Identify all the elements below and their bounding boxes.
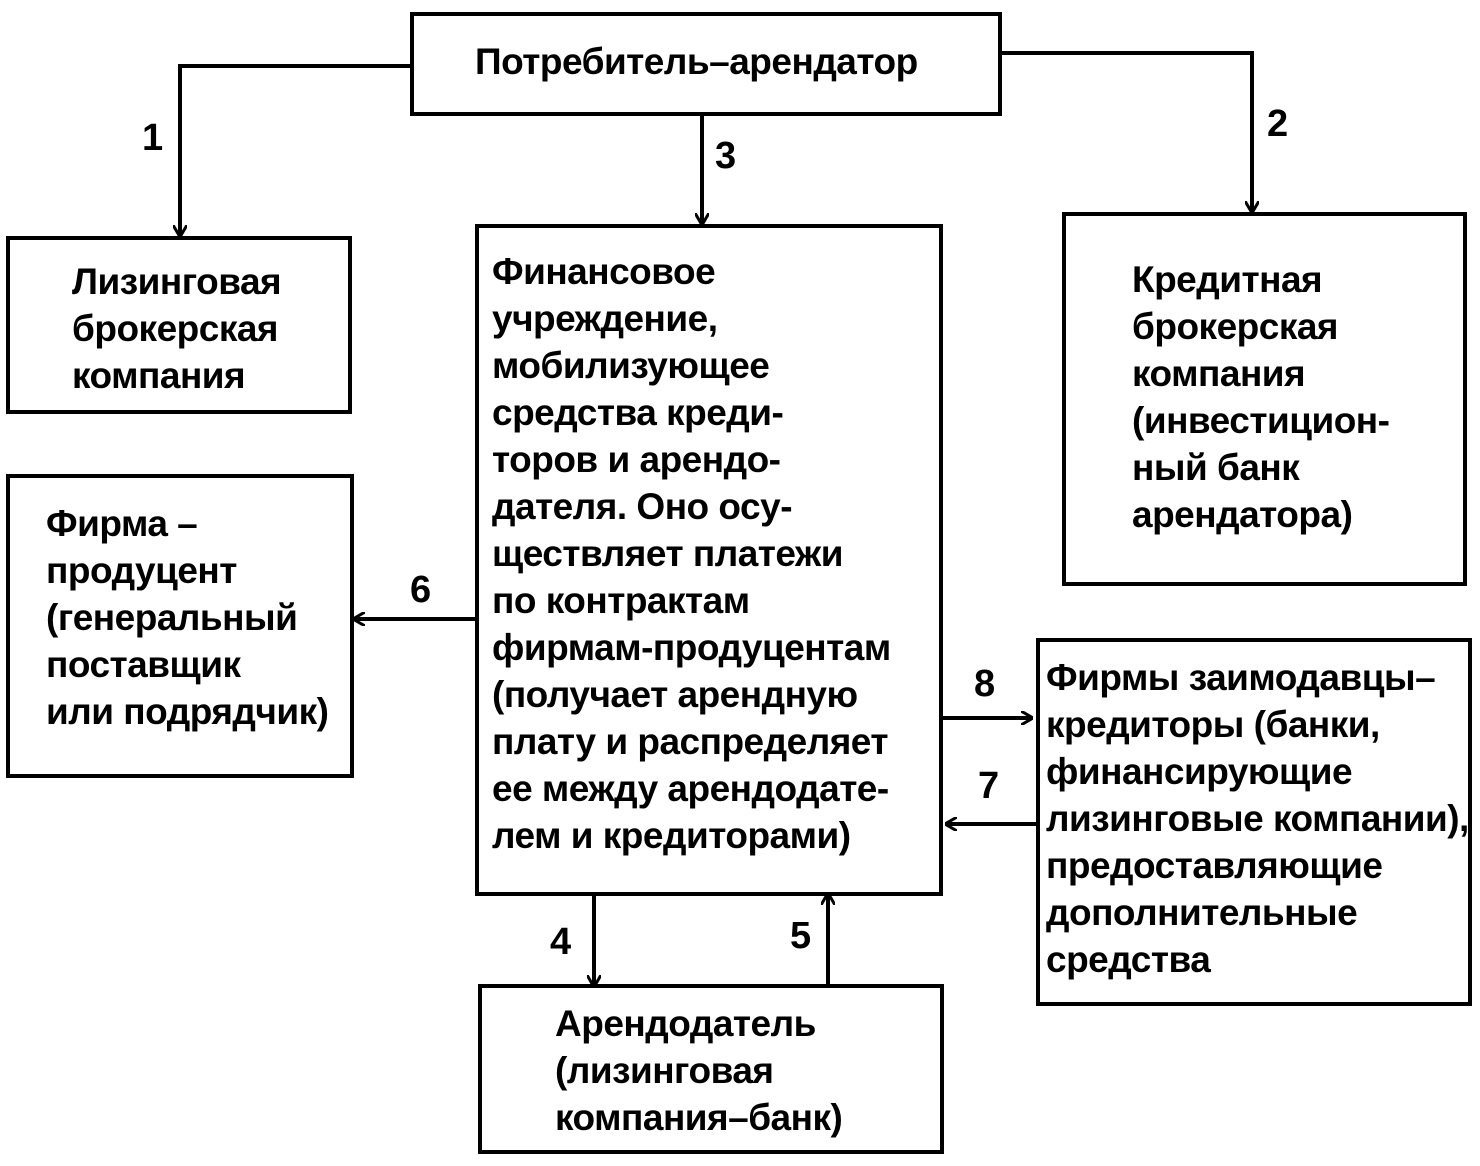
arrow-label-8: 8 (974, 663, 996, 705)
arrow-label-2: 2 (1267, 103, 1289, 145)
arrow-label-1: 1 (142, 117, 164, 159)
arrow-label-7: 7 (978, 765, 1000, 807)
leasing-broker-label: Лизинговая брокерская компания (72, 261, 282, 396)
arrow-label-4: 4 (550, 921, 572, 963)
credit-broker-label: Кредитная брокерская компания (инвестици… (1132, 259, 1390, 535)
credit-broker-box (1062, 212, 1467, 586)
financial-institution-box (475, 224, 943, 896)
arrow-label-6: 6 (410, 569, 432, 611)
financial-institution-label: Финансовое учреждение, мобилизующее сред… (492, 251, 891, 856)
consumer-label: Потребитель–арендатор (475, 41, 918, 82)
consumer-box (410, 12, 1002, 116)
producer-label: Фирма – продуцент (генеральный поставщик… (46, 503, 329, 732)
lenders-box (1036, 638, 1472, 1006)
arrow-2 (1002, 51, 1252, 212)
lessor-box (478, 984, 944, 1154)
lessor-label: Арендодатель (лизинговая компания–банк) (555, 1003, 843, 1138)
producer-box (6, 474, 354, 778)
arrow-label-3: 3 (715, 135, 737, 177)
leasing-broker-box (6, 236, 352, 414)
arrow-label-5: 5 (790, 915, 812, 957)
arrow-1 (180, 64, 410, 236)
lenders-label: Фирмы заимодавцы– кредиторы (банки, фина… (1046, 657, 1469, 980)
